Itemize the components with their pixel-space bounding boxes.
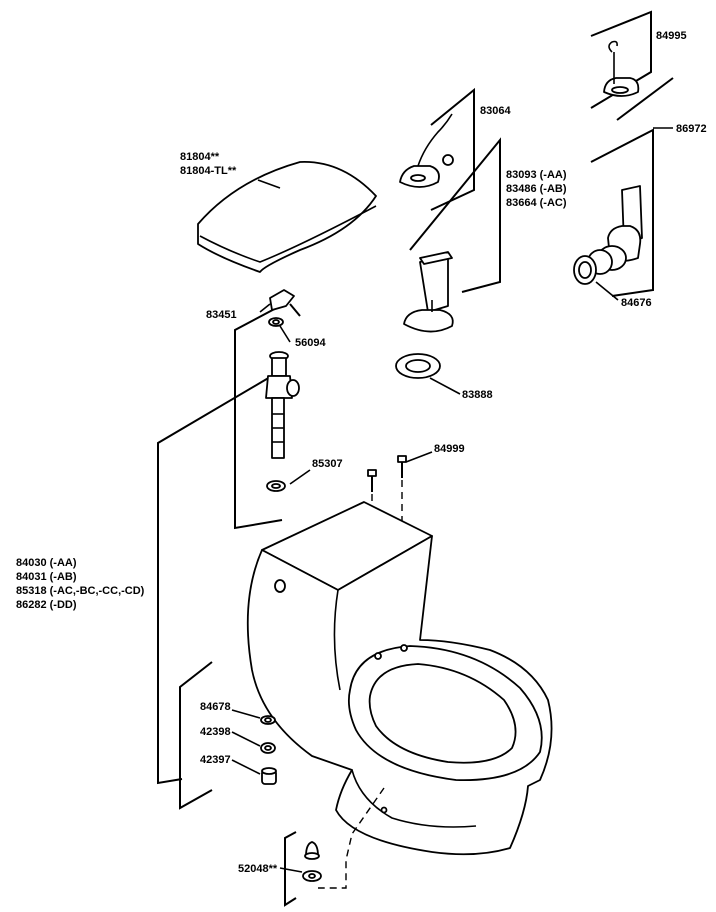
part-83093 xyxy=(403,251,454,333)
label-83093: 83093 (-AA) xyxy=(506,169,567,181)
label-83064: 83064 xyxy=(480,105,511,117)
part-42398 xyxy=(260,742,276,754)
label-84678: 84678 xyxy=(200,701,231,713)
leader-lines xyxy=(231,179,619,873)
label-84995: 84995 xyxy=(656,30,687,42)
part-fill-valve xyxy=(265,351,300,459)
label-83451: 83451 xyxy=(206,309,237,321)
bracket-84678 xyxy=(179,661,213,810)
bracket-84030 xyxy=(157,369,283,785)
part-52048 xyxy=(302,841,322,882)
label-86282: 86282 (-DD) xyxy=(16,599,77,611)
bracket-83064 xyxy=(430,87,475,211)
label-85318: 85318 (-AC,-BC,-CC,-CD) xyxy=(16,585,145,597)
part-86972 xyxy=(587,185,643,275)
label-86972: 86972 xyxy=(676,123,707,135)
part-42397 xyxy=(261,767,277,785)
part-85307 xyxy=(266,480,286,492)
part-84995 xyxy=(603,40,640,97)
label-83888: 83888 xyxy=(462,389,493,401)
part-toilet-body xyxy=(246,501,553,856)
part-84678 xyxy=(260,715,276,725)
part-81804 xyxy=(197,161,377,273)
label-84999: 84999 xyxy=(434,443,465,455)
label-81804-tl: 81804-TL** xyxy=(180,165,237,177)
part-83888 xyxy=(395,353,441,379)
bracket-83093 xyxy=(409,137,501,293)
label-56094: 56094 xyxy=(295,337,326,349)
cap-dashed-line xyxy=(318,787,385,889)
part-56094 xyxy=(268,317,284,327)
label-42397: 42397 xyxy=(200,754,231,766)
bracket-83451 xyxy=(234,304,283,530)
part-83451 xyxy=(269,289,301,317)
bracket-52048 xyxy=(284,831,297,907)
label-83664: 83664 (-AC) xyxy=(506,197,567,209)
bracket-86972 xyxy=(590,77,674,297)
label-84031: 84031 (-AB) xyxy=(16,571,77,583)
label-42398: 42398 xyxy=(200,726,231,738)
label-85307: 85307 xyxy=(312,458,343,470)
part-84999 xyxy=(367,455,407,492)
part-83064 xyxy=(399,113,454,188)
label-83486: 83486 (-AB) xyxy=(506,183,567,195)
label-81804: 81804** xyxy=(180,151,220,163)
label-52048: 52048** xyxy=(238,863,278,875)
part-84676 xyxy=(573,255,597,285)
label-84676: 84676 xyxy=(621,297,652,309)
label-84030: 84030 (-AA) xyxy=(16,557,77,569)
